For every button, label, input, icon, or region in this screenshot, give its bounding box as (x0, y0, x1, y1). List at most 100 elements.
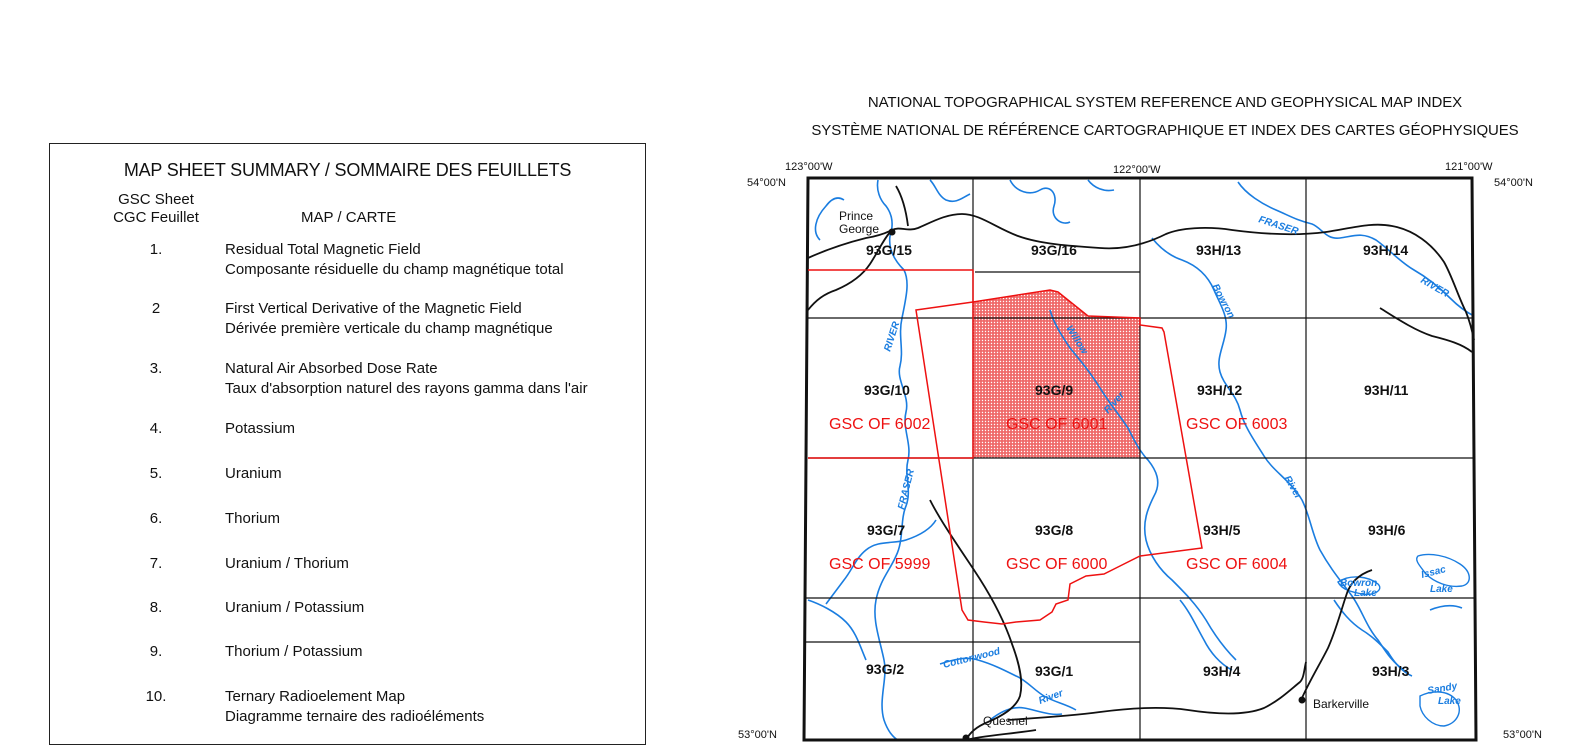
map-name-en: Potassium (225, 420, 296, 437)
open-file-label: GSC OF 6003 (1186, 416, 1287, 433)
sheet-number: 2 (151, 300, 161, 317)
water-label: Bowron (1340, 578, 1377, 589)
lat-label-54-left: 54°00'N (747, 177, 786, 189)
lon-label-121: 121°00'W (1445, 161, 1493, 173)
map-description: Uranium (225, 464, 282, 484)
sheet-number: 7. (149, 555, 163, 572)
water-label: Issac (1420, 564, 1447, 581)
map-title-fr: SYSTÈME NATIONAL DE RÉFÉRENCE CARTOGRAPH… (811, 122, 1519, 139)
map-description: First Vertical Derivative of the Magneti… (225, 299, 553, 339)
map-name-en: Uranium / Potassium (225, 599, 365, 616)
place-label-prince: Prince (839, 209, 873, 223)
rivers (807, 179, 1475, 741)
map-name-fr: Dérivée première verticale du champ magn… (225, 320, 553, 337)
map-description: Residual Total Magnetic Field Composante… (225, 240, 564, 280)
prince-george-marker (888, 228, 896, 236)
sheet-number: 6. (149, 510, 163, 527)
nts-grid (806, 178, 1476, 740)
sheet-label: 93H/12 (1197, 382, 1242, 398)
sheet-label: 93H/5 (1203, 522, 1241, 538)
sheet-labels: 93G/15 93G/16 93H/13 93H/14 93G/10 93G/9… (864, 242, 1410, 679)
water-label: Cottonwood (942, 646, 1002, 671)
sheet-label: 93H/11 (1364, 382, 1409, 398)
column-header-sheet-en: GSC Sheet (118, 191, 194, 208)
lon-label-122: 122°00'W (1113, 164, 1161, 176)
map-description: Ternary Radioelement Map Diagramme terna… (225, 687, 484, 727)
sheet-label: 93G/1 (1035, 663, 1073, 679)
map-name-fr: Taux d'absorption naturel des rayons gam… (225, 380, 588, 397)
map-frame (802, 176, 1478, 742)
sheet-number: 5. (149, 465, 163, 482)
sheet-label: 93G/15 (866, 242, 912, 258)
barkerville-marker (1298, 696, 1306, 704)
open-file-label: GSC OF 6004 (1186, 556, 1287, 573)
open-file-label: GSC OF 6000 (1006, 556, 1107, 573)
roads (807, 185, 1475, 741)
map-description: Potassium (225, 419, 295, 439)
sheet-number: 8. (149, 599, 163, 616)
sheet-number: 4. (149, 420, 163, 437)
map-description: Natural Air Absorbed Dose Rate Taux d'ab… (225, 359, 588, 399)
place-label-george: George (839, 222, 879, 236)
place-label-barkerville: Barkerville (1313, 697, 1369, 711)
column-header-map: MAP / CARTE (301, 209, 397, 226)
map-name-en: Uranium (225, 465, 282, 482)
open-file-label: GSC OF 6002 (829, 416, 930, 433)
place-labels: Prince George Quesnel Barkerville (839, 209, 1369, 728)
sheet-label: 93G/8 (1035, 522, 1073, 538)
sheet-label: 93G/10 (864, 382, 910, 398)
lat-label-53-left: 53°00'N (738, 729, 777, 741)
town-markers (888, 228, 1306, 742)
map-description: Uranium / Thorium (225, 554, 349, 574)
map-description: Thorium (225, 509, 280, 529)
quesnel-marker (962, 734, 970, 742)
map-name-en: First Vertical Derivative of the Magneti… (225, 300, 522, 317)
map-name-en: Natural Air Absorbed Dose Rate (225, 360, 438, 377)
water-label: RIVER (1419, 275, 1452, 300)
survey-outlines (808, 269, 1203, 625)
column-header-sheet: GSC Sheet CGC Feuillet (50, 191, 262, 227)
sheet-number: 3. (149, 360, 163, 377)
sheet-label: 93H/13 (1196, 242, 1241, 258)
sheet-label: 93H/6 (1368, 522, 1406, 538)
map-name-fr: Diagramme ternaire des radioéléments (225, 708, 485, 725)
sheet-number: 9. (149, 643, 163, 660)
water-label: FRASER (896, 467, 917, 510)
map-description: Thorium / Potassium (225, 642, 363, 662)
summary-title: MAP SHEET SUMMARY / SOMMAIRE DES FEUILLE… (123, 160, 572, 180)
sheet-label: 93G/2 (866, 661, 904, 677)
sheet-label: 93H/4 (1203, 663, 1241, 679)
sheet-label: 93G/16 (1031, 242, 1077, 258)
map-description: Uranium / Potassium (225, 598, 364, 618)
water-label: Lake (1438, 696, 1461, 707)
open-file-labels: GSC OF 6002 GSC OF 6001 GSC OF 6003 GSC … (829, 416, 1287, 573)
lat-label-53-right: 53°00'N (1503, 729, 1542, 741)
column-header-sheet-fr: CGC Feuillet (113, 209, 199, 226)
water-labels: FRASER RIVER Bowron RIVER Willow River F… (882, 214, 1461, 707)
water-label: Sandy (1427, 681, 1459, 697)
water-label: RIVER (882, 320, 902, 353)
lat-label-54-right: 54°00'N (1494, 177, 1533, 189)
sheet-number: 1. (149, 241, 163, 258)
map-name-en: Thorium / Potassium (225, 643, 363, 660)
survey-coverage-fill (973, 290, 1140, 458)
sheet-label: 93G/9 (1035, 382, 1073, 398)
map-name-fr: Composante résiduelle du champ magnétiqu… (225, 261, 564, 278)
open-file-label: GSC OF 6001 (1006, 416, 1107, 433)
water-label: Bowron (1209, 282, 1236, 320)
map-title-en: NATIONAL TOPOGRAPHICAL SYSTEM REFERENCE … (867, 94, 1463, 111)
map-name-en: Residual Total Magnetic Field (225, 241, 421, 258)
map-name-en: Thorium (225, 510, 281, 527)
place-label-quesnel: Quesnel (983, 714, 1028, 728)
open-file-label: GSC OF 5999 (829, 556, 930, 573)
sheet-label: 93H/14 (1363, 242, 1408, 258)
sheet-label: 93G/7 (867, 522, 905, 538)
map-name-en: Uranium / Thorium (225, 555, 349, 572)
lon-label-123: 123°00'W (785, 161, 833, 173)
water-label: Lake (1430, 584, 1453, 595)
sheet-label: 93H/3 (1372, 663, 1410, 679)
water-label: Lake (1354, 588, 1377, 599)
map-name-en: Ternary Radioelement Map (225, 688, 406, 705)
sheet-number: 10. (145, 688, 167, 705)
